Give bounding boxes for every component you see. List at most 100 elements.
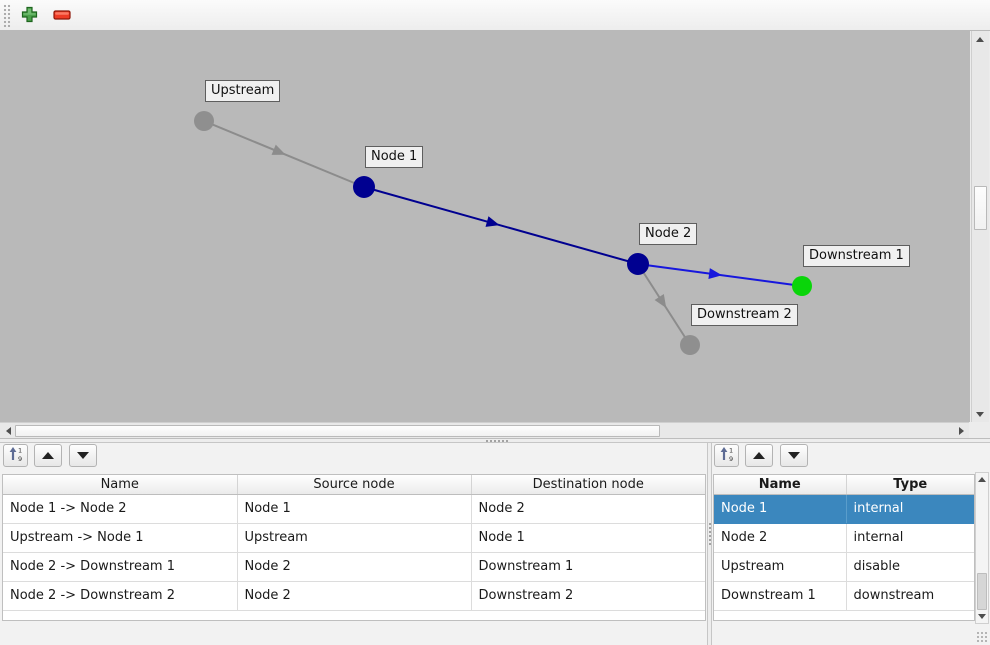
scroll-down-button[interactable] <box>972 406 988 422</box>
table-cell[interactable]: Node 2 <box>237 552 472 582</box>
svg-text:9: 9 <box>18 455 22 462</box>
vertical-scroll-thumb[interactable] <box>974 186 987 230</box>
scroll-thumb[interactable] <box>977 573 987 610</box>
remove-button[interactable] <box>50 4 74 28</box>
canvas-horizontal-scrollbar[interactable] <box>0 422 969 438</box>
table-cell[interactable]: Downstream 1 <box>714 581 847 611</box>
svg-text:1: 1 <box>18 446 22 454</box>
node-label-node2[interactable]: Node 2 <box>639 223 698 245</box>
table-cell[interactable]: Upstream -> Node 1 <box>3 523 238 553</box>
table-cell[interactable]: Node 1 <box>714 494 847 524</box>
move-down-button[interactable] <box>69 444 97 467</box>
edge-arrow-icon <box>708 268 723 279</box>
scroll-right-button[interactable] <box>953 423 969 439</box>
table-cell[interactable]: Upstream <box>237 523 472 553</box>
toolbar-drag-handle[interactable] <box>3 4 11 27</box>
table-cell[interactable]: Node 1 <box>237 494 472 524</box>
graph-node-node2[interactable] <box>627 253 649 275</box>
table-cell[interactable]: internal <box>846 494 974 524</box>
scroll-left-button[interactable] <box>0 423 16 439</box>
sort-ascending-icon: 1 9 <box>8 446 24 466</box>
table-cell[interactable]: Node 1 <box>471 523 705 553</box>
sort-button[interactable]: 1 9 <box>714 444 739 467</box>
table-cell[interactable]: Node 2 <box>714 523 847 553</box>
column-header-type[interactable]: Type <box>846 475 974 495</box>
column-header-name[interactable]: Name <box>714 475 847 495</box>
window-resize-grip[interactable] <box>976 631 988 643</box>
node-label-downstream2[interactable]: Downstream 2 <box>691 304 798 326</box>
arrow-up-icon <box>976 36 984 42</box>
table-cell[interactable]: Downstream 2 <box>471 581 705 611</box>
arrow-down-icon <box>978 614 986 619</box>
node-label-downstream1[interactable]: Downstream 1 <box>803 245 910 267</box>
graph-node-downstream2[interactable] <box>680 335 700 355</box>
svg-text:9: 9 <box>729 455 733 462</box>
scroll-down-button[interactable] <box>976 610 988 623</box>
arrow-right-icon <box>958 427 964 435</box>
minus-icon <box>53 9 71 24</box>
triangle-up-icon <box>753 452 765 459</box>
scroll-up-button[interactable] <box>972 31 988 47</box>
scroll-up-button[interactable] <box>976 473 988 486</box>
horizontal-scroll-thumb[interactable] <box>15 425 660 437</box>
graph-node-node1[interactable] <box>353 176 375 198</box>
nodes-table-scrollbar[interactable] <box>975 472 989 624</box>
column-header-destination-node[interactable]: Destination node <box>471 475 705 495</box>
triangle-down-icon <box>77 452 89 459</box>
triangle-down-icon <box>788 452 800 459</box>
splitter-grip <box>485 440 509 442</box>
graph-svg <box>194 111 812 355</box>
table-cell[interactable]: Downstream 1 <box>471 552 705 582</box>
table-cell[interactable]: Node 2 -> Downstream 1 <box>3 552 238 582</box>
table-cell[interactable]: disable <box>846 552 974 582</box>
sort-button[interactable]: 1 9 <box>3 444 28 467</box>
node-label-upstream[interactable]: Upstream <box>205 80 281 102</box>
triangle-up-icon <box>42 452 54 459</box>
sort-ascending-icon: 1 9 <box>719 446 735 466</box>
move-up-button[interactable] <box>745 444 773 467</box>
vertical-splitter[interactable] <box>707 443 712 645</box>
move-up-button[interactable] <box>34 444 62 467</box>
canvas-vertical-scrollbar[interactable] <box>971 31 989 422</box>
arrow-up-icon <box>978 477 986 482</box>
column-header-name[interactable]: Name <box>3 475 238 495</box>
node-label-node1[interactable]: Node 1 <box>365 146 424 168</box>
column-header-source-node[interactable]: Source node <box>237 475 472 495</box>
main-toolbar <box>0 0 990 31</box>
scrollbar-corner <box>970 422 990 438</box>
horizontal-splitter[interactable] <box>0 438 990 443</box>
table-cell[interactable]: downstream <box>846 581 974 611</box>
move-down-button[interactable] <box>780 444 808 467</box>
table-cell[interactable]: Node 2 <box>237 581 472 611</box>
graph-node-upstream[interactable] <box>194 111 214 131</box>
table-cell[interactable]: Upstream <box>714 552 847 582</box>
edges-mini-toolbar: 1 9 <box>3 444 103 468</box>
svg-text:1: 1 <box>729 446 733 454</box>
table-cell[interactable]: Node 1 -> Node 2 <box>3 494 238 524</box>
table-cell[interactable]: internal <box>846 523 974 553</box>
edge-arrow-icon <box>485 216 500 227</box>
add-button[interactable] <box>17 4 41 28</box>
table-cell[interactable]: Node 2 -> Downstream 2 <box>3 581 238 611</box>
table-cell[interactable]: Node 2 <box>471 494 705 524</box>
graph-edge-node1-node2[interactable] <box>363 186 639 265</box>
graph-node-downstream1[interactable] <box>792 276 812 296</box>
arrow-left-icon <box>5 427 11 435</box>
